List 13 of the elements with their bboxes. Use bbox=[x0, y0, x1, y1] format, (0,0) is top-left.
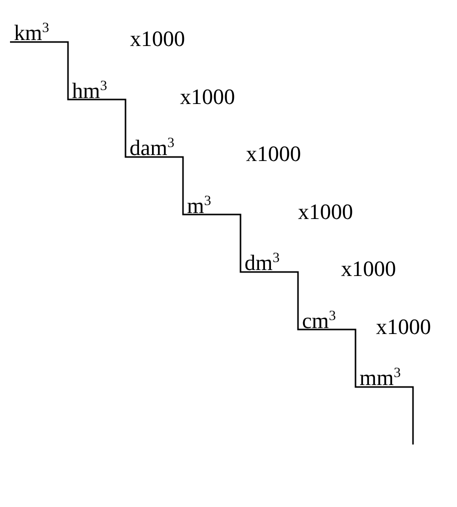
unit-label: km$^{3}$ bbox=[14, 22, 50, 44]
factor-label: x1000 bbox=[180, 86, 235, 108]
factor-label: x1000 bbox=[246, 143, 301, 165]
unit-label: cm$^{3}$ bbox=[302, 310, 336, 332]
factor-label: x1000 bbox=[376, 316, 431, 338]
unit-label: m$^{3}$ bbox=[187, 194, 212, 216]
unit-label: mm$^{3}$ bbox=[360, 367, 401, 389]
factor-label: x1000 bbox=[341, 258, 396, 280]
factor-label: x1000 bbox=[298, 200, 353, 222]
unit-label: hm$^{3}$ bbox=[72, 80, 108, 102]
factor-label: x1000 bbox=[130, 28, 185, 50]
unit-label: dam$^{3}$ bbox=[130, 137, 174, 159]
unit-label: dm$^{3}$ bbox=[244, 252, 280, 274]
